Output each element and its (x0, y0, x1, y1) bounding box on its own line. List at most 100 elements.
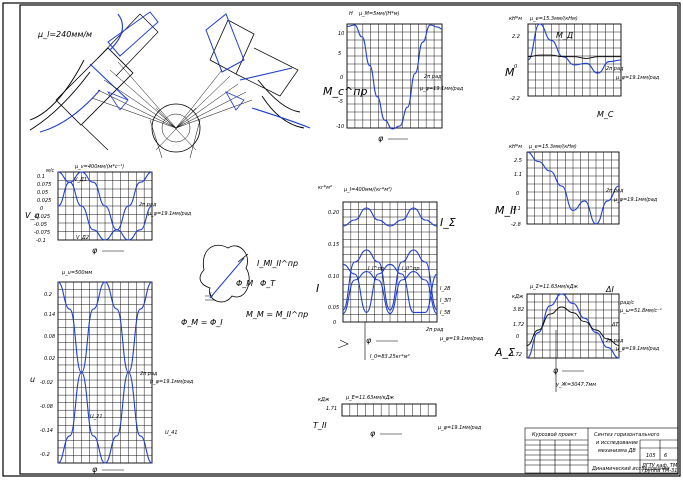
energy-t: ΔT (611, 322, 619, 328)
chart-mii: кН*м μ_e=15.3мм/(кНм) 2.5 1.1 0 -1.1 -2.… (495, 144, 658, 228)
svg-text:0: 0 (516, 191, 519, 197)
svg-text:0.05: 0.05 (328, 305, 339, 311)
inertia-label-2b: I_2В (440, 286, 451, 292)
energy-mu-phi: μ_φ=19.1мм/рад (615, 346, 660, 352)
mc-mc-curve (527, 54, 621, 59)
outer-frame (2, 2, 681, 477)
mc-tick: 0 (514, 64, 517, 70)
vq-scale: μ_v=400мм/(м*с⁻¹) (74, 164, 124, 170)
svg-text:3.82: 3.82 (513, 307, 524, 313)
svg-text:-0.1: -0.1 (36, 238, 46, 244)
svg-text:-0.08: -0.08 (40, 404, 53, 410)
svg-text:-0.025: -0.025 (34, 214, 50, 220)
mc-end: 2π рад (606, 66, 624, 72)
moment-mu-phi: μ_φ=19.1мм/рад (419, 86, 464, 92)
ctl-phi-m: Φ_M (236, 279, 253, 288)
mii-curve (526, 151, 620, 225)
energy-delta: ΔI (605, 285, 614, 294)
mc-tick: 2.2 (512, 34, 520, 40)
svg-text:0.02: 0.02 (44, 356, 55, 362)
inertia-label-3p: I_ЗП (440, 298, 451, 304)
svg-text:-1.1: -1.1 (511, 206, 521, 212)
energy-extra: y_Ж=3047.7мм (555, 382, 596, 388)
inertia-label-ii: I_II^пр (402, 266, 420, 272)
tb-sheet-name: Динамический исследования (591, 466, 669, 472)
tb-title2: и исследование (596, 440, 638, 446)
moment-tick: 5 (338, 51, 341, 57)
energy-omega: рад/с (619, 300, 634, 306)
small-ylabel: T_II (313, 421, 327, 430)
inertia-ii-curve (342, 249, 438, 311)
moment-ylabel: M_c^пр (323, 85, 367, 98)
vq-y-axis: м/с (46, 168, 54, 174)
energy-y-axis: кДж (512, 294, 524, 300)
moment-curve (346, 24, 443, 130)
chart-vq: м/с μ_v=400мм/(м*с⁻¹) 0.1 0.075 0.05 0.0… (25, 164, 192, 255)
vq-xlabel: φ (92, 246, 98, 255)
svg-text:0: 0 (333, 320, 336, 326)
mii-end: 2π рад (606, 188, 624, 194)
mc-tick: -2.2 (510, 96, 520, 102)
svg-text:-1.72: -1.72 (509, 352, 522, 358)
moment-y-axis: H (349, 11, 353, 17)
svg-text:0: 0 (516, 334, 519, 340)
u-end: 2π рад (140, 371, 158, 377)
vq-mu-phi: μ_φ=19.1мм/рад (147, 211, 192, 217)
inertia-xlabel: φ (366, 336, 372, 345)
tb-title3: механизма ДВ (598, 448, 636, 454)
moment-ticks: 10 5 0 -5 -10 (336, 31, 344, 130)
u-scale: μ_u=500мм (61, 270, 92, 276)
moment-xlabel: φ (378, 134, 384, 143)
ctl-i: I (210, 292, 212, 298)
inertia-label-i: I_I^пр (368, 266, 384, 272)
vq2-curve (57, 171, 153, 241)
moment-tick: 10 (338, 31, 344, 37)
chart-u: μ_u=500мм 0.2 0.14 0.08 0.02 -0.02 -0.08… (30, 270, 194, 474)
title-block (524, 427, 679, 474)
tb-org1: ДГТУ каф. ТМ (641, 463, 678, 469)
u-ylabel: u (30, 375, 35, 384)
u-ticks: 0.2 0.14 0.08 0.02 -0.02 -0.08 -0.14 -0.… (40, 292, 55, 458)
u-mu-phi: μ_φ=19.1мм/рад (149, 379, 194, 385)
small-xlabel: φ (370, 429, 376, 438)
chart-small: кДж μ_Е=11.63мм/кДж 1.71 T_II μ_φ=19.1мм… (313, 395, 482, 438)
moment-tick: -5 (338, 99, 343, 105)
u41-curve (57, 281, 153, 464)
inertia-5b-curve (342, 263, 438, 313)
svg-text:0.2: 0.2 (44, 292, 52, 298)
tb-project: Курсовой проект (532, 432, 578, 438)
inertia-scale: μ_I=400мм/(кг*м²) (343, 187, 392, 193)
chart-mc-right: кН*м μ_e=15.3мм/(кНм) 2.2 0 -2.2 M M_Д M… (505, 16, 660, 119)
vq1-curve (57, 171, 153, 241)
inertia-label-sum: I_Σ (440, 216, 456, 229)
svg-text:1.72: 1.72 (513, 322, 524, 328)
mechanism-scale: μ_l=240мм/м (37, 30, 92, 39)
inertia-end: 2π рад (426, 327, 444, 333)
svg-text:-0.02: -0.02 (40, 380, 53, 386)
moment-scale: μ_M=5мм/(Н*м) (358, 11, 400, 17)
mc-label-md: M_Д (556, 31, 573, 40)
svg-text:-0.05: -0.05 (34, 222, 47, 228)
mii-scale: μ_e=15.3мм/(кНм) (528, 144, 577, 150)
inertia-2b-curve (342, 271, 438, 315)
inertia-y-axis: кг*м² (318, 185, 332, 191)
chart-inertia: кг*м² μ_I=400мм/(кг*м²) 0.20 0.15 0.10 0… (316, 185, 484, 360)
small-scale: μ_Е=11.63мм/кДж (345, 395, 394, 401)
mii-ylabel: M_II (495, 204, 516, 217)
u-xlabel: φ (92, 465, 98, 474)
moment-tick: 0 (340, 75, 343, 81)
svg-text:0.20: 0.20 (328, 210, 339, 216)
small-mu-phi: μ_φ=19.1мм/рад (437, 425, 482, 431)
svg-text:0.025: 0.025 (37, 198, 51, 204)
tb-sheet-no: 105 (646, 453, 656, 459)
svg-text:0.05: 0.05 (37, 190, 48, 196)
inertia-extra: I_0=83.25кг*м² (370, 354, 410, 360)
ctl-i-m: I_M (257, 259, 270, 268)
energy-t-curve (526, 306, 620, 346)
mechanism-sketch: μ_l=240мм/м (29, 11, 311, 159)
mc-scale: μ_e=15.3мм/(кНм) (529, 16, 578, 22)
inertia-ylabel: I (316, 282, 319, 295)
inertia-label-5b: I_5В (440, 310, 451, 316)
